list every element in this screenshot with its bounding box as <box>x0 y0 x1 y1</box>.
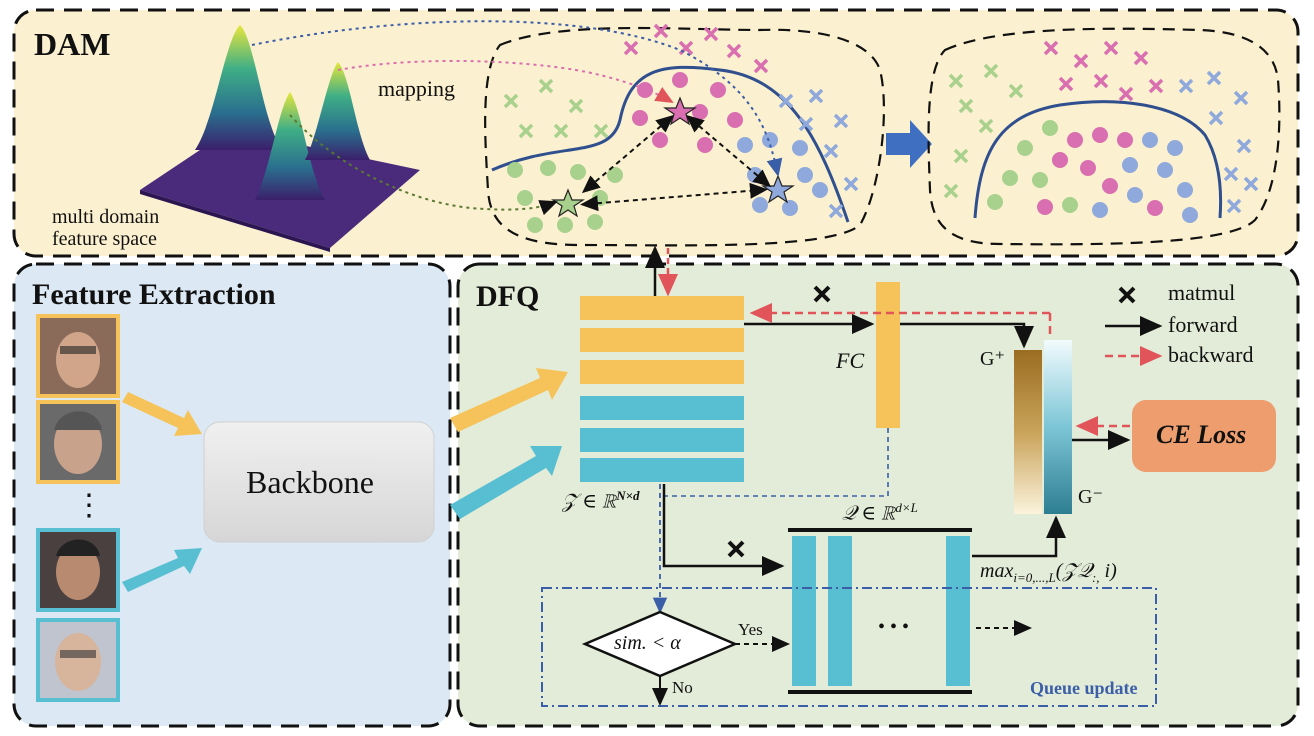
feature-space-surface <box>140 25 420 252</box>
feature-space-label-1: multi domain <box>52 206 160 228</box>
max-label-args: (𝒵𝒬 <box>1055 560 1092 582</box>
z-label: 𝒵 ∈ ℝN×d <box>562 488 640 514</box>
z-label-sup: N×d <box>616 488 640 503</box>
yes-label: Yes <box>738 620 763 639</box>
backbone-box <box>203 421 435 543</box>
ce-loss-box <box>1132 400 1276 472</box>
legend-matmul-icon <box>1118 286 1136 304</box>
face-thumbnail-1 <box>36 314 120 398</box>
legend-matmul-label: matmul <box>1168 280 1236 305</box>
face-thumbnail-4 <box>36 618 120 702</box>
blue-crosses-after <box>1178 70 1259 214</box>
matmul-symbol-fc <box>813 285 831 303</box>
q-label-sup: d×L <box>895 500 918 515</box>
mapping-curve-green <box>289 114 558 216</box>
decision-boundary-after <box>973 100 1223 219</box>
fc-layer <box>876 282 900 428</box>
no-label: No <box>672 678 693 697</box>
matmul-symbol-queue <box>727 540 745 558</box>
queue-dots: • • • <box>878 616 910 638</box>
yellow-input-arrow <box>122 392 202 436</box>
blue-crosses-before <box>778 88 859 219</box>
green-prototype-star <box>551 188 585 218</box>
queue-update-region <box>541 587 1157 707</box>
legend-forward-label: forward <box>1168 312 1238 337</box>
max-label: maxi=0,...,L(𝒵𝒬:, i) <box>980 560 1117 586</box>
cyan-feature-arrow <box>450 446 562 519</box>
decision-boundary-before <box>491 65 850 223</box>
z-label-main: 𝒵 ∈ ℝ <box>562 490 617 513</box>
queue-update-label: Queue update <box>1030 678 1138 698</box>
max-label-main: max <box>980 560 1014 582</box>
vertical-ellipsis: ⋮ <box>74 489 104 522</box>
q-label: 𝒬 ∈ ℝd×L <box>842 500 918 526</box>
pink-prototype-star <box>663 96 697 126</box>
q-label-main: 𝒬 ∈ ℝ <box>842 502 896 525</box>
green-crosses-after <box>943 63 1024 199</box>
transform-arrow <box>886 120 932 168</box>
forward-fc-to-gplus <box>900 322 1034 349</box>
yellow-feature-arrow <box>450 368 568 432</box>
queue-matrix-q <box>788 528 972 694</box>
g-minus-bar <box>1044 340 1072 514</box>
face-thumbnail-3 <box>36 528 120 612</box>
feature-extraction-title: Feature Extraction <box>32 278 276 311</box>
feature-space-label-2: feature space <box>52 228 157 250</box>
ce-loss-label: CE Loss <box>1156 420 1247 449</box>
scatter-region-after <box>927 27 1281 246</box>
fc-to-z-link <box>660 428 889 497</box>
dam-title: DAM <box>34 26 111 62</box>
max-label-args-sub: :, <box>1091 570 1100 585</box>
backbone-label: Backbone <box>246 464 374 500</box>
g-minus-label: G⁻ <box>1078 486 1103 508</box>
g-plus-label: G⁺ <box>980 348 1005 370</box>
g-plus-bar <box>1014 350 1042 514</box>
pink-crosses-after <box>1043 40 1164 102</box>
cyan-input-arrow <box>122 548 202 592</box>
fc-label: FC <box>836 348 865 373</box>
forward-z-to-queue <box>662 484 785 576</box>
mapping-label: mapping <box>378 76 455 101</box>
decision-label: sim. < α <box>614 632 681 654</box>
pink-crosses-before <box>623 23 769 74</box>
prototype-separation-arrows <box>580 114 772 212</box>
mapping-curve-pink <box>337 59 674 104</box>
max-label-sub: i=0,...,L <box>1013 570 1056 585</box>
feature-matrix-z <box>580 296 744 482</box>
mixed-points-after <box>987 120 1198 223</box>
face-thumbnail-2 <box>36 400 120 484</box>
legend-backward-label: backward <box>1168 342 1254 367</box>
max-label-tail: i) <box>1099 560 1117 582</box>
forward-queue-to-g <box>972 515 1066 558</box>
dfq-title: DFQ <box>476 280 540 313</box>
